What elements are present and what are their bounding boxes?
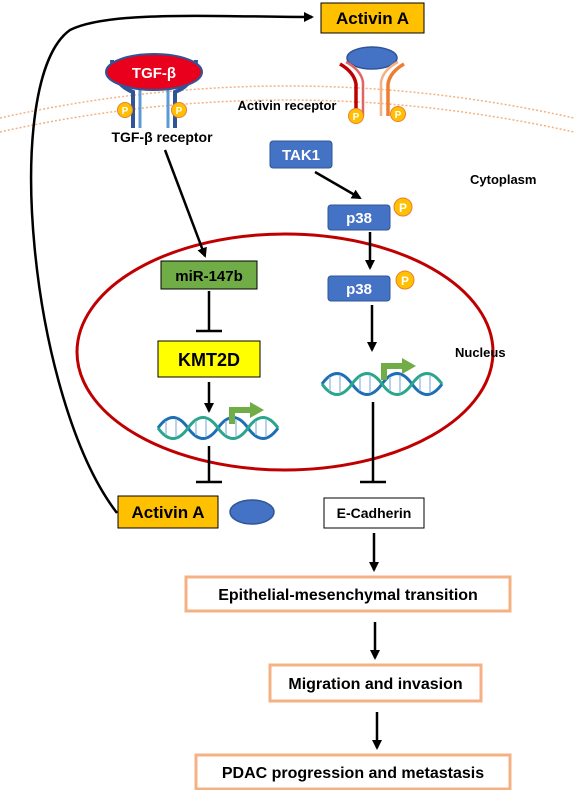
dna-right-icon: [320, 358, 444, 396]
mir-147b-box: miR-147b: [160, 260, 258, 290]
mir-147b-label: miR-147b: [175, 268, 243, 285]
tgfb-ligand: [105, 53, 203, 91]
migration-box: Migration and invasion: [268, 663, 483, 703]
tak1-box: TAK1: [269, 140, 333, 169]
ecadherin-label: E-Cadherin: [337, 505, 412, 521]
tgfb-ligand-label: TGF-β: [132, 65, 176, 82]
tak1-label: TAK1: [282, 147, 320, 164]
tgfb-receptor: TGF-β P P TGF-β receptor: [105, 53, 213, 145]
p38-nucleus-phospho: P: [401, 274, 409, 288]
activin-receptor: P P Activin receptor: [238, 46, 406, 124]
p38-cytoplasm-phospho: P: [399, 201, 407, 215]
cell-membrane: [0, 85, 574, 133]
pdac-label: PDAC progression and metastasis: [222, 765, 484, 782]
nucleus-label: Nucleus: [455, 345, 506, 360]
feedback-arrow: [29, 11, 314, 514]
tgfb-receptor-label: TGF-β receptor: [111, 129, 213, 145]
nucleus-ellipse: [75, 232, 495, 472]
p38-cytoplasm-box: p38 P: [327, 197, 413, 231]
migration-label: Migration and invasion: [288, 676, 462, 693]
arrow-tak1-p38: [314, 170, 362, 200]
p38-cytoplasm-label: p38: [346, 210, 372, 227]
activin-a-bottom-box: Activin A: [117, 495, 219, 529]
ecadherin-box: E-Cadherin: [323, 497, 425, 529]
activin-receptor-label: Activin receptor: [238, 98, 337, 113]
p38-nucleus-label: p38: [346, 281, 372, 298]
emt-box: Epithelial-mesenchymal transition: [184, 575, 512, 613]
arrow-tgfb-mir: [163, 149, 207, 258]
kmt2d-box: KMT2D: [157, 340, 261, 378]
dna-left-icon: [156, 402, 280, 440]
kmt2d-label: KMT2D: [178, 350, 240, 370]
activin-a-top-label: Activin A: [336, 9, 409, 28]
tgfb-phospho-left: P: [122, 106, 129, 117]
p38-nucleus-box: p38 P: [327, 270, 415, 302]
activin-ligand-top: [346, 46, 398, 70]
cytoplasm-label: Cytoplasm: [470, 172, 536, 187]
activin-a-bottom-label: Activin A: [131, 503, 204, 522]
pdac-box: PDAC progression and metastasis: [194, 753, 512, 790]
tgfb-phospho-right: P: [176, 106, 183, 117]
activin-ligand-bottom: [229, 499, 275, 525]
activin-phospho-left: P: [353, 112, 360, 123]
emt-label: Epithelial-mesenchymal transition: [218, 587, 478, 604]
activin-phospho-right: P: [395, 110, 402, 121]
activin-a-top-box: Activin A: [320, 2, 425, 34]
